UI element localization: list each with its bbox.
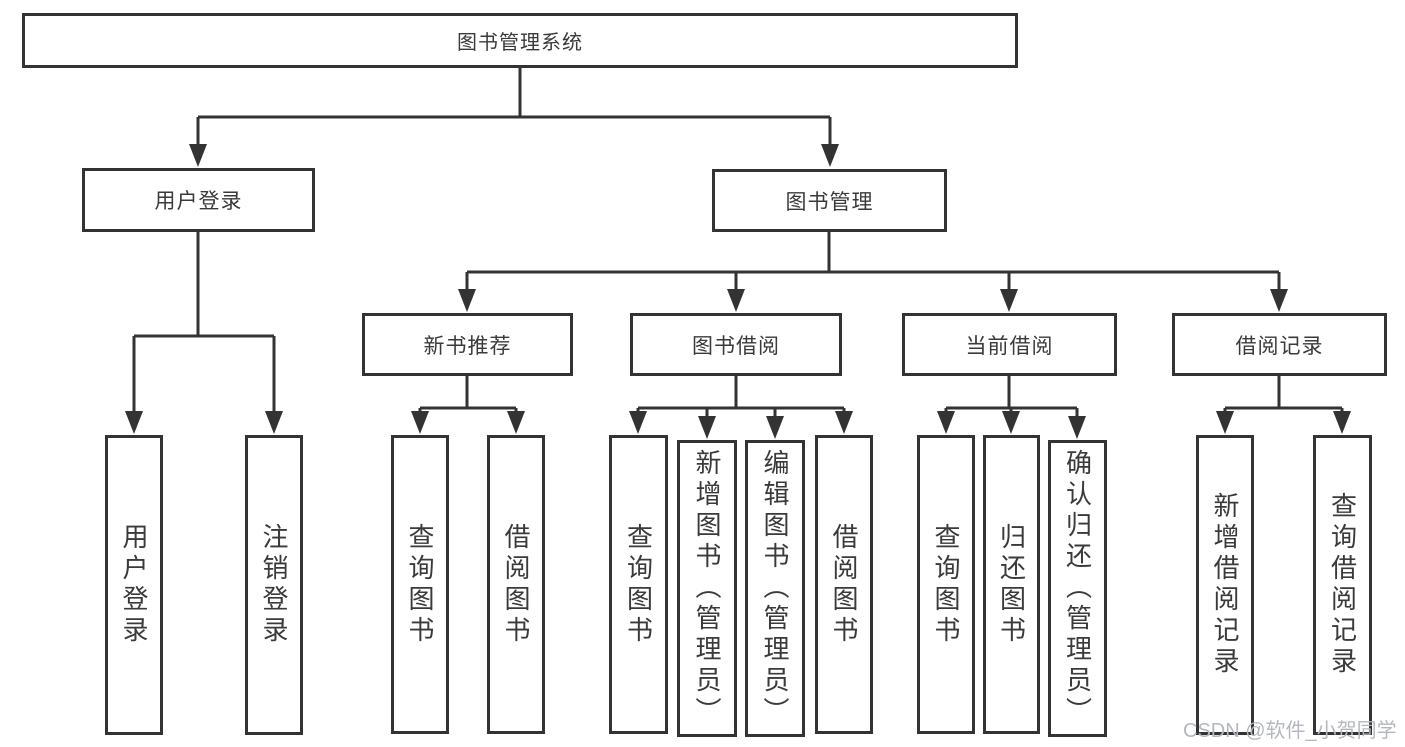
arrowhead-icon	[727, 289, 745, 312]
node-label: 图书管理	[785, 190, 874, 214]
leaf-current-return-books: 归还图书	[983, 435, 1040, 734]
leaf-current-confirm-return-admin: 确认归还（管理员）	[1048, 440, 1107, 737]
leaf-label: 确认归还（管理员）	[1062, 449, 1093, 728]
node-current-borrowing: 当前借阅	[902, 313, 1117, 376]
arrowhead-icon	[1002, 411, 1020, 434]
leaf-borrowing-add-books-admin: 新增图书（管理员）	[677, 440, 737, 737]
connector-lines	[132, 68, 1344, 418]
arrowhead-icon	[821, 144, 839, 167]
leaf-label: 注销登录	[259, 523, 289, 647]
arrowhead-icon	[125, 411, 143, 434]
leaf-records-add-borrow-record: 新增借阅记录	[1196, 435, 1254, 735]
leaf-recommend-borrow-books: 借阅图书	[487, 435, 545, 734]
leaf-borrowing-edit-books-admin: 编辑图书（管理员）	[745, 440, 805, 737]
node-book-management: 图书管理	[712, 169, 947, 232]
arrowhead-icon	[835, 411, 853, 434]
leaf-label: 新增图书（管理员）	[692, 449, 722, 728]
arrowhead-icon	[507, 411, 525, 434]
leaf-label: 查询图书	[623, 522, 654, 647]
leaf-recommend-query-books: 查询图书	[391, 435, 449, 734]
leaf-label: 借阅图书	[829, 522, 859, 647]
leaf-records-query-borrow-record: 查询借阅记录	[1313, 435, 1372, 735]
arrowhead-icon	[458, 289, 476, 312]
arrowhead-icon	[189, 144, 207, 167]
arrowhead-icon	[766, 416, 784, 439]
leaf-label: 借阅图书	[501, 522, 531, 647]
leaf-current-query-books: 查询图书	[917, 435, 975, 734]
node-label: 用户登录	[154, 190, 243, 213]
arrowhead-icon	[1068, 416, 1086, 439]
leaf-borrowing-query-books: 查询图书	[609, 435, 668, 734]
leaf-user-login: 用户登录	[105, 435, 163, 735]
leaf-logout: 注销登录	[245, 435, 303, 735]
arrowhead-icon	[1000, 289, 1018, 312]
arrowhead-icon	[1270, 289, 1288, 312]
leaf-label: 新增借阅记录	[1210, 492, 1240, 678]
node-new-book-recommendation: 新书推荐	[362, 313, 573, 376]
leaf-label: 编辑图书（管理员）	[760, 449, 790, 728]
arrowhead-icon	[629, 411, 647, 434]
node-label: 图书借阅	[692, 334, 780, 358]
node-label: 新书推荐	[423, 334, 512, 358]
leaf-label: 查询图书	[405, 522, 435, 647]
leaf-label: 查询借阅记录	[1327, 492, 1358, 678]
arrowhead-icon	[698, 416, 716, 439]
node-library-management-system: 图书管理系统	[22, 13, 1018, 68]
arrowhead-icon	[265, 411, 283, 434]
arrowhead-icon	[1333, 411, 1351, 434]
arrowhead-icon	[411, 411, 429, 434]
node-borrowing-records: 借阅记录	[1172, 313, 1387, 376]
leaf-label: 查询图书	[931, 522, 961, 647]
node-label: 当前借阅	[965, 334, 1054, 358]
node-user-login: 用户登录	[82, 168, 315, 232]
leaf-borrowing-borrow-books: 借阅图书	[815, 435, 873, 734]
watermark-text: CSDN @软件_小贺同学	[1183, 720, 1397, 742]
arrowhead-icon	[1216, 411, 1234, 434]
arrowhead-icon	[937, 411, 955, 434]
leaf-label: 归还图书	[996, 522, 1027, 647]
leaf-label: 用户登录	[119, 523, 149, 647]
node-label: 图书管理系统	[457, 32, 583, 54]
arrowheads	[125, 144, 1351, 439]
node-label: 借阅记录	[1235, 334, 1324, 358]
node-book-borrowing: 图书借阅	[630, 313, 842, 376]
